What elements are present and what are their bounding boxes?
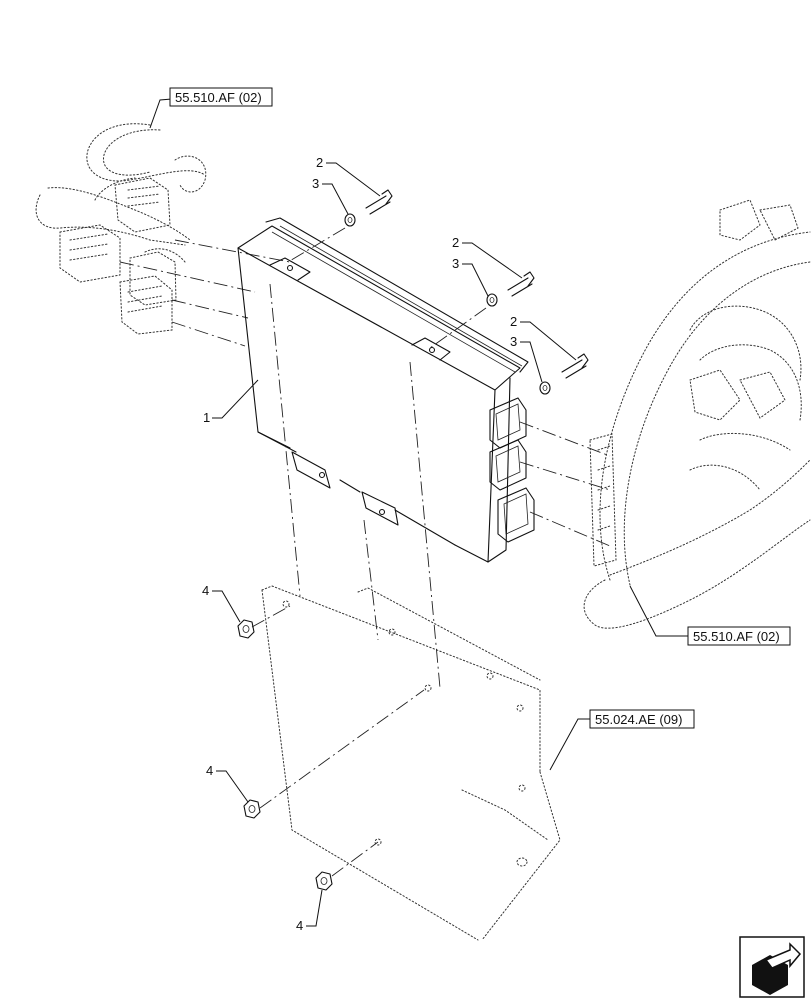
reference-text-harness-top: 55.510.AF (02) xyxy=(175,90,262,105)
mounting-bracket xyxy=(261,585,561,941)
nut-lower xyxy=(315,871,333,891)
reference-box-harness-right[interactable]: 55.510.AF (02) xyxy=(687,626,791,646)
callout-4-lower: 4 xyxy=(296,918,303,933)
callout-1: 1 xyxy=(203,410,210,425)
callout-3-middle: 3 xyxy=(452,256,459,271)
next-page-arrow-icon[interactable] xyxy=(739,936,805,998)
harness-alignment-lines xyxy=(119,239,291,347)
callout-labels: 1 2 3 2 3 2 3 4 4 4 xyxy=(202,155,517,933)
nut-middle xyxy=(243,799,261,819)
callout-2-lower: 2 xyxy=(510,314,517,329)
reference-box-harness-top[interactable]: 55.510.AF (02) xyxy=(169,87,273,107)
wiring-harness-left xyxy=(35,123,207,335)
bolt-alignment-lines xyxy=(287,227,487,349)
leader-lines xyxy=(149,95,688,927)
callout-4-upper: 4 xyxy=(202,583,209,598)
control-module xyxy=(237,217,535,563)
bolt-middle xyxy=(486,271,535,307)
nut-upper xyxy=(237,619,255,639)
bracket-alignment-lines xyxy=(251,283,441,877)
bolt-lower xyxy=(539,353,589,395)
reference-text-harness-right: 55.510.AF (02) xyxy=(693,629,780,644)
reference-box-bracket[interactable]: 55.024.AE (09) xyxy=(589,709,695,729)
bolt-upper xyxy=(344,189,393,227)
callout-2-middle: 2 xyxy=(452,235,459,250)
callout-3-lower: 3 xyxy=(510,334,517,349)
wiring-harness-right xyxy=(583,199,811,629)
reference-text-bracket: 55.024.AE (09) xyxy=(595,712,682,727)
callout-4-middle: 4 xyxy=(206,763,213,778)
callout-2-upper: 2 xyxy=(316,155,323,170)
callout-3-upper: 3 xyxy=(312,176,319,191)
connector-alignment-lines xyxy=(519,421,611,547)
